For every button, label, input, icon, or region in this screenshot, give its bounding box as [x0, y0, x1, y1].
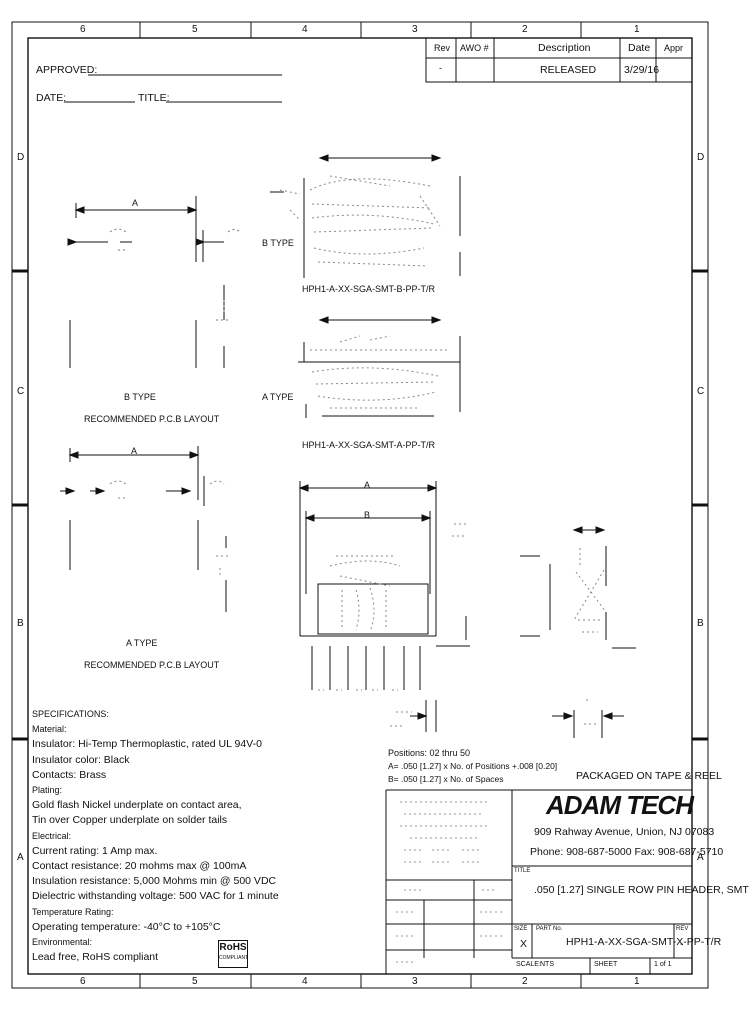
spec-line: Tin over Copper underplate on solder tai…: [32, 814, 228, 827]
rohs-badge: RoHS COMPLIANT: [218, 940, 248, 968]
scale-value: NTS: [540, 961, 554, 968]
pcb-a-title: A TYPE: [126, 638, 158, 648]
dim-a-label-b-pcb: A: [132, 198, 139, 208]
row-zone-label: C: [17, 386, 25, 397]
spec-line: Electrical:: [32, 830, 72, 841]
a-type-label: A TYPE: [262, 392, 294, 402]
date-label: DATE:: [36, 92, 67, 104]
spec-line: Insulator color: Black: [32, 753, 130, 766]
company-address: 909 Rahway Avenue, Union, NJ 07083: [534, 826, 715, 838]
row-zone-label: A: [17, 852, 24, 863]
spec-line: Environmental:: [32, 937, 93, 948]
column-zone-label: 4: [302, 976, 308, 987]
part-field-label: PART No.: [536, 926, 563, 932]
row-zone-label: D: [17, 152, 25, 163]
sheet-value: 1 of 1: [654, 961, 672, 968]
rev-field-label: REV: [676, 926, 689, 932]
column-zone-label: 3: [412, 976, 418, 987]
column-zone-label: 5: [192, 24, 198, 35]
spec-line: Contacts: Brass: [32, 768, 107, 781]
spec-line: Dielectric withstanding voltage: 500 VAC…: [32, 890, 279, 903]
rev-field-value: -: [680, 938, 684, 950]
spec-line: Material:: [32, 724, 67, 735]
appr-header: Appr: [664, 43, 684, 53]
spec-line: Plating:: [32, 785, 63, 796]
spec-line: Lead free, RoHS compliant: [32, 951, 159, 964]
column-zone-label: 4: [302, 24, 308, 35]
column-zones-bottom: 6 5 4 3 2 1: [0, 975, 720, 989]
spec-line: Insulation resistance: 5,000 Mohms min @…: [32, 875, 277, 888]
spec-line: Current rating: 1 Amp max.: [32, 844, 158, 857]
description-value: RELEASED: [540, 64, 597, 76]
awo-header: AWO #: [460, 43, 489, 53]
column-zone-label: 5: [192, 976, 198, 987]
b-type-label: B TYPE: [262, 238, 294, 248]
column-zone-label: 6: [80, 24, 86, 35]
formula-a: A= .050 [1.27] x No. of Positions +.008 …: [388, 761, 558, 771]
row-zone-label: A: [697, 852, 704, 863]
positions-note: Positions: 02 thru 50: [388, 748, 471, 758]
row-zone-label: D: [697, 152, 705, 163]
column-zone-label: 1: [634, 24, 640, 35]
row-zone-label: B: [17, 618, 24, 629]
column-zone-label: 2: [522, 976, 528, 987]
column-zone-label: 6: [80, 976, 86, 987]
spec-line: Contact resistance: 20 mohms max @ 100mA: [32, 860, 247, 873]
pcb-a-subtitle: RECOMMENDED P.C.B LAYOUT: [84, 660, 220, 670]
rev-header: Rev: [434, 43, 451, 53]
dim-a-label-a-pcb: A: [131, 446, 138, 456]
pcb-b-subtitle: RECOMMENDED P.C.B LAYOUT: [84, 414, 220, 424]
date-header: Date: [628, 42, 651, 54]
title-label: TITLE:: [138, 92, 170, 104]
date-value: 3/29/16: [624, 64, 660, 76]
scale-label: SCALE:: [516, 961, 541, 968]
company-logo: ADAM TECH: [546, 790, 694, 820]
spec-line: Operating temperature: -40°C to +105°C: [32, 920, 221, 933]
formula-b: B= .050 [1.27] x No. of Spaces: [388, 774, 504, 784]
column-zone-label: 3: [412, 24, 418, 35]
spec-line: Insulator: Hi-Temp Thermoplastic, rated …: [32, 738, 262, 751]
sheet-label: SHEET: [594, 961, 618, 968]
pcb-b-title: B TYPE: [124, 392, 156, 402]
spec-heading: SPECIFICATIONS:: [32, 709, 109, 719]
drawing-title: .050 [1.27] SINGLE ROW PIN HEADER, SMT: [534, 884, 749, 896]
row-zone-label: B: [697, 618, 704, 629]
dim-a-label-side: A: [364, 480, 371, 490]
specifications: SPECIFICATIONS: Material: Insulator: Hi-…: [32, 707, 382, 965]
drawing-frame: [11, 21, 709, 989]
rohs-text: RoHS: [219, 942, 247, 953]
size-field-label: SIZE: [514, 926, 528, 932]
row-zone-label: C: [697, 386, 705, 397]
spec-line: Gold flash Nickel underplate on contact …: [32, 799, 242, 812]
packaging-note: PACKAGED ON TAPE & REEL: [576, 770, 722, 782]
part-number-a: HPH1-A-XX-SGA-SMT-A-PP-T/R: [302, 440, 436, 450]
company-phone: Phone: 908-687-5000 Fax: 908-687-5710: [530, 846, 724, 858]
part-number-b: HPH1-A-XX-SGA-SMT-B-PP-T/R: [302, 284, 436, 294]
column-zones-top: 6 5 4 3 2 1: [0, 23, 720, 37]
column-zone-label: 1: [634, 976, 640, 987]
approved-label: APPROVED:: [36, 64, 98, 76]
title-field-label: TITLE: [514, 868, 531, 874]
dim-b-label-side: B: [364, 510, 371, 520]
rohs-compliant-text: COMPLIANT: [219, 955, 249, 961]
size-value: X: [520, 938, 528, 950]
rev-value: -: [439, 63, 442, 73]
description-header: Description: [538, 42, 591, 54]
column-zone-label: 2: [522, 24, 528, 35]
spec-line: Temperature Rating:: [32, 906, 114, 917]
part-number: HPH1-A-XX-SGA-SMT-X-PP-T/R: [566, 936, 722, 948]
